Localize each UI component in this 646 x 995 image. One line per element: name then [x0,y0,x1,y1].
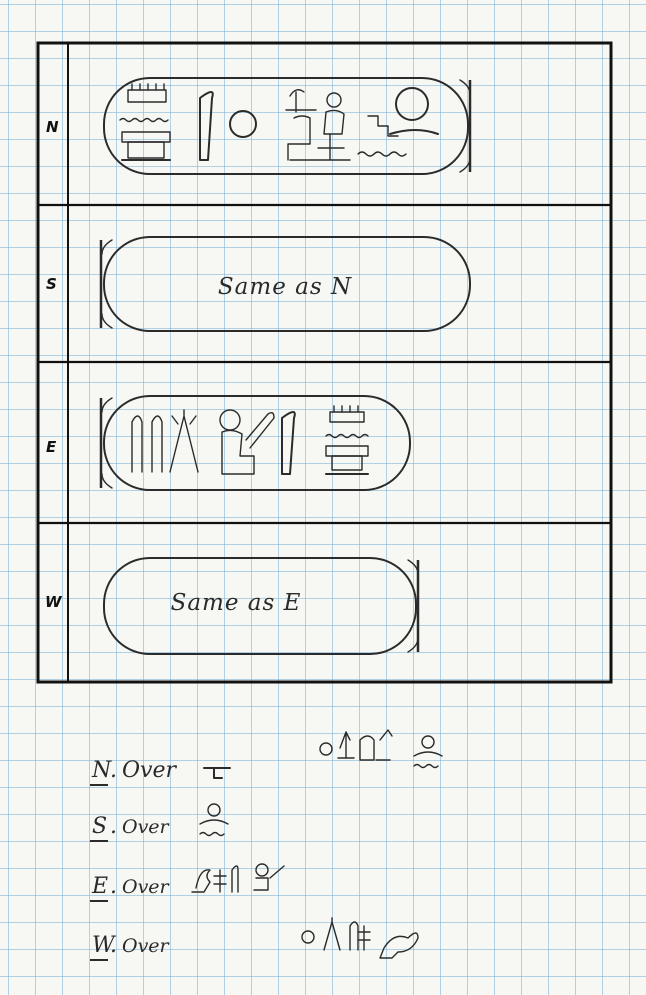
glyph-w-1 [302,931,314,943]
cartouche-west-note: Same as E [171,590,302,616]
note-south-side: S [92,814,107,839]
svg-text:.: . [110,758,117,783]
glyph-n-2 [320,743,332,755]
row-label-s: S [46,275,57,293]
row-label-e: E [46,438,57,456]
cartouche-table [38,43,611,682]
note-east: E . Over [90,864,284,901]
hieroglyph-e-reed-mat [326,406,368,474]
glyph-e-1 [192,870,210,892]
note-west: W . Over [90,918,418,960]
hieroglyph-n-eye-water [358,88,438,156]
note-south: S . Over [90,804,228,841]
note-east-side: E [91,874,108,899]
hieroglyph-n-feather [200,92,213,160]
cartouche-north [104,78,470,174]
svg-text:.: . [110,933,117,958]
hieroglyph-n-seated-figures [286,90,350,160]
note-south-text: Over [122,816,171,838]
cartouche-east [101,396,410,490]
hieroglyph-e-feather [282,412,295,474]
note-north: N . Over [90,730,442,785]
svg-text:.: . [110,874,117,899]
glyph-e-2 [214,866,238,892]
cartouche-south: Same as N [101,237,470,331]
glyph-n-3 [338,732,354,758]
glyph-n-4 [360,730,392,760]
note-west-text: Over [122,935,171,957]
glyph-n-5 [422,736,434,748]
row-label-n: N [46,118,59,136]
hieroglyph-n-sun-disk [230,111,256,137]
cartouche-west: Same as E [104,558,418,654]
glyph-w-4 [380,933,418,958]
hieroglyph-e-seated-figure [220,410,274,474]
glyph-w-2 [324,918,340,950]
hieroglyph-n-reed-mat [120,84,170,160]
row-label-w: W [45,593,63,611]
hieroglyph-e-reeds [132,410,198,472]
svg-text:.: . [110,814,117,839]
note-north-side: N [91,758,112,783]
glyph-n-1 [204,768,230,778]
cartouche-south-note: Same as N [218,274,352,300]
glyph-s-1 [208,804,220,816]
note-east-text: Over [122,876,171,898]
note-north-text: Over [122,758,177,783]
glyph-w-3 [350,922,370,950]
glyph-e-3 [256,864,268,876]
